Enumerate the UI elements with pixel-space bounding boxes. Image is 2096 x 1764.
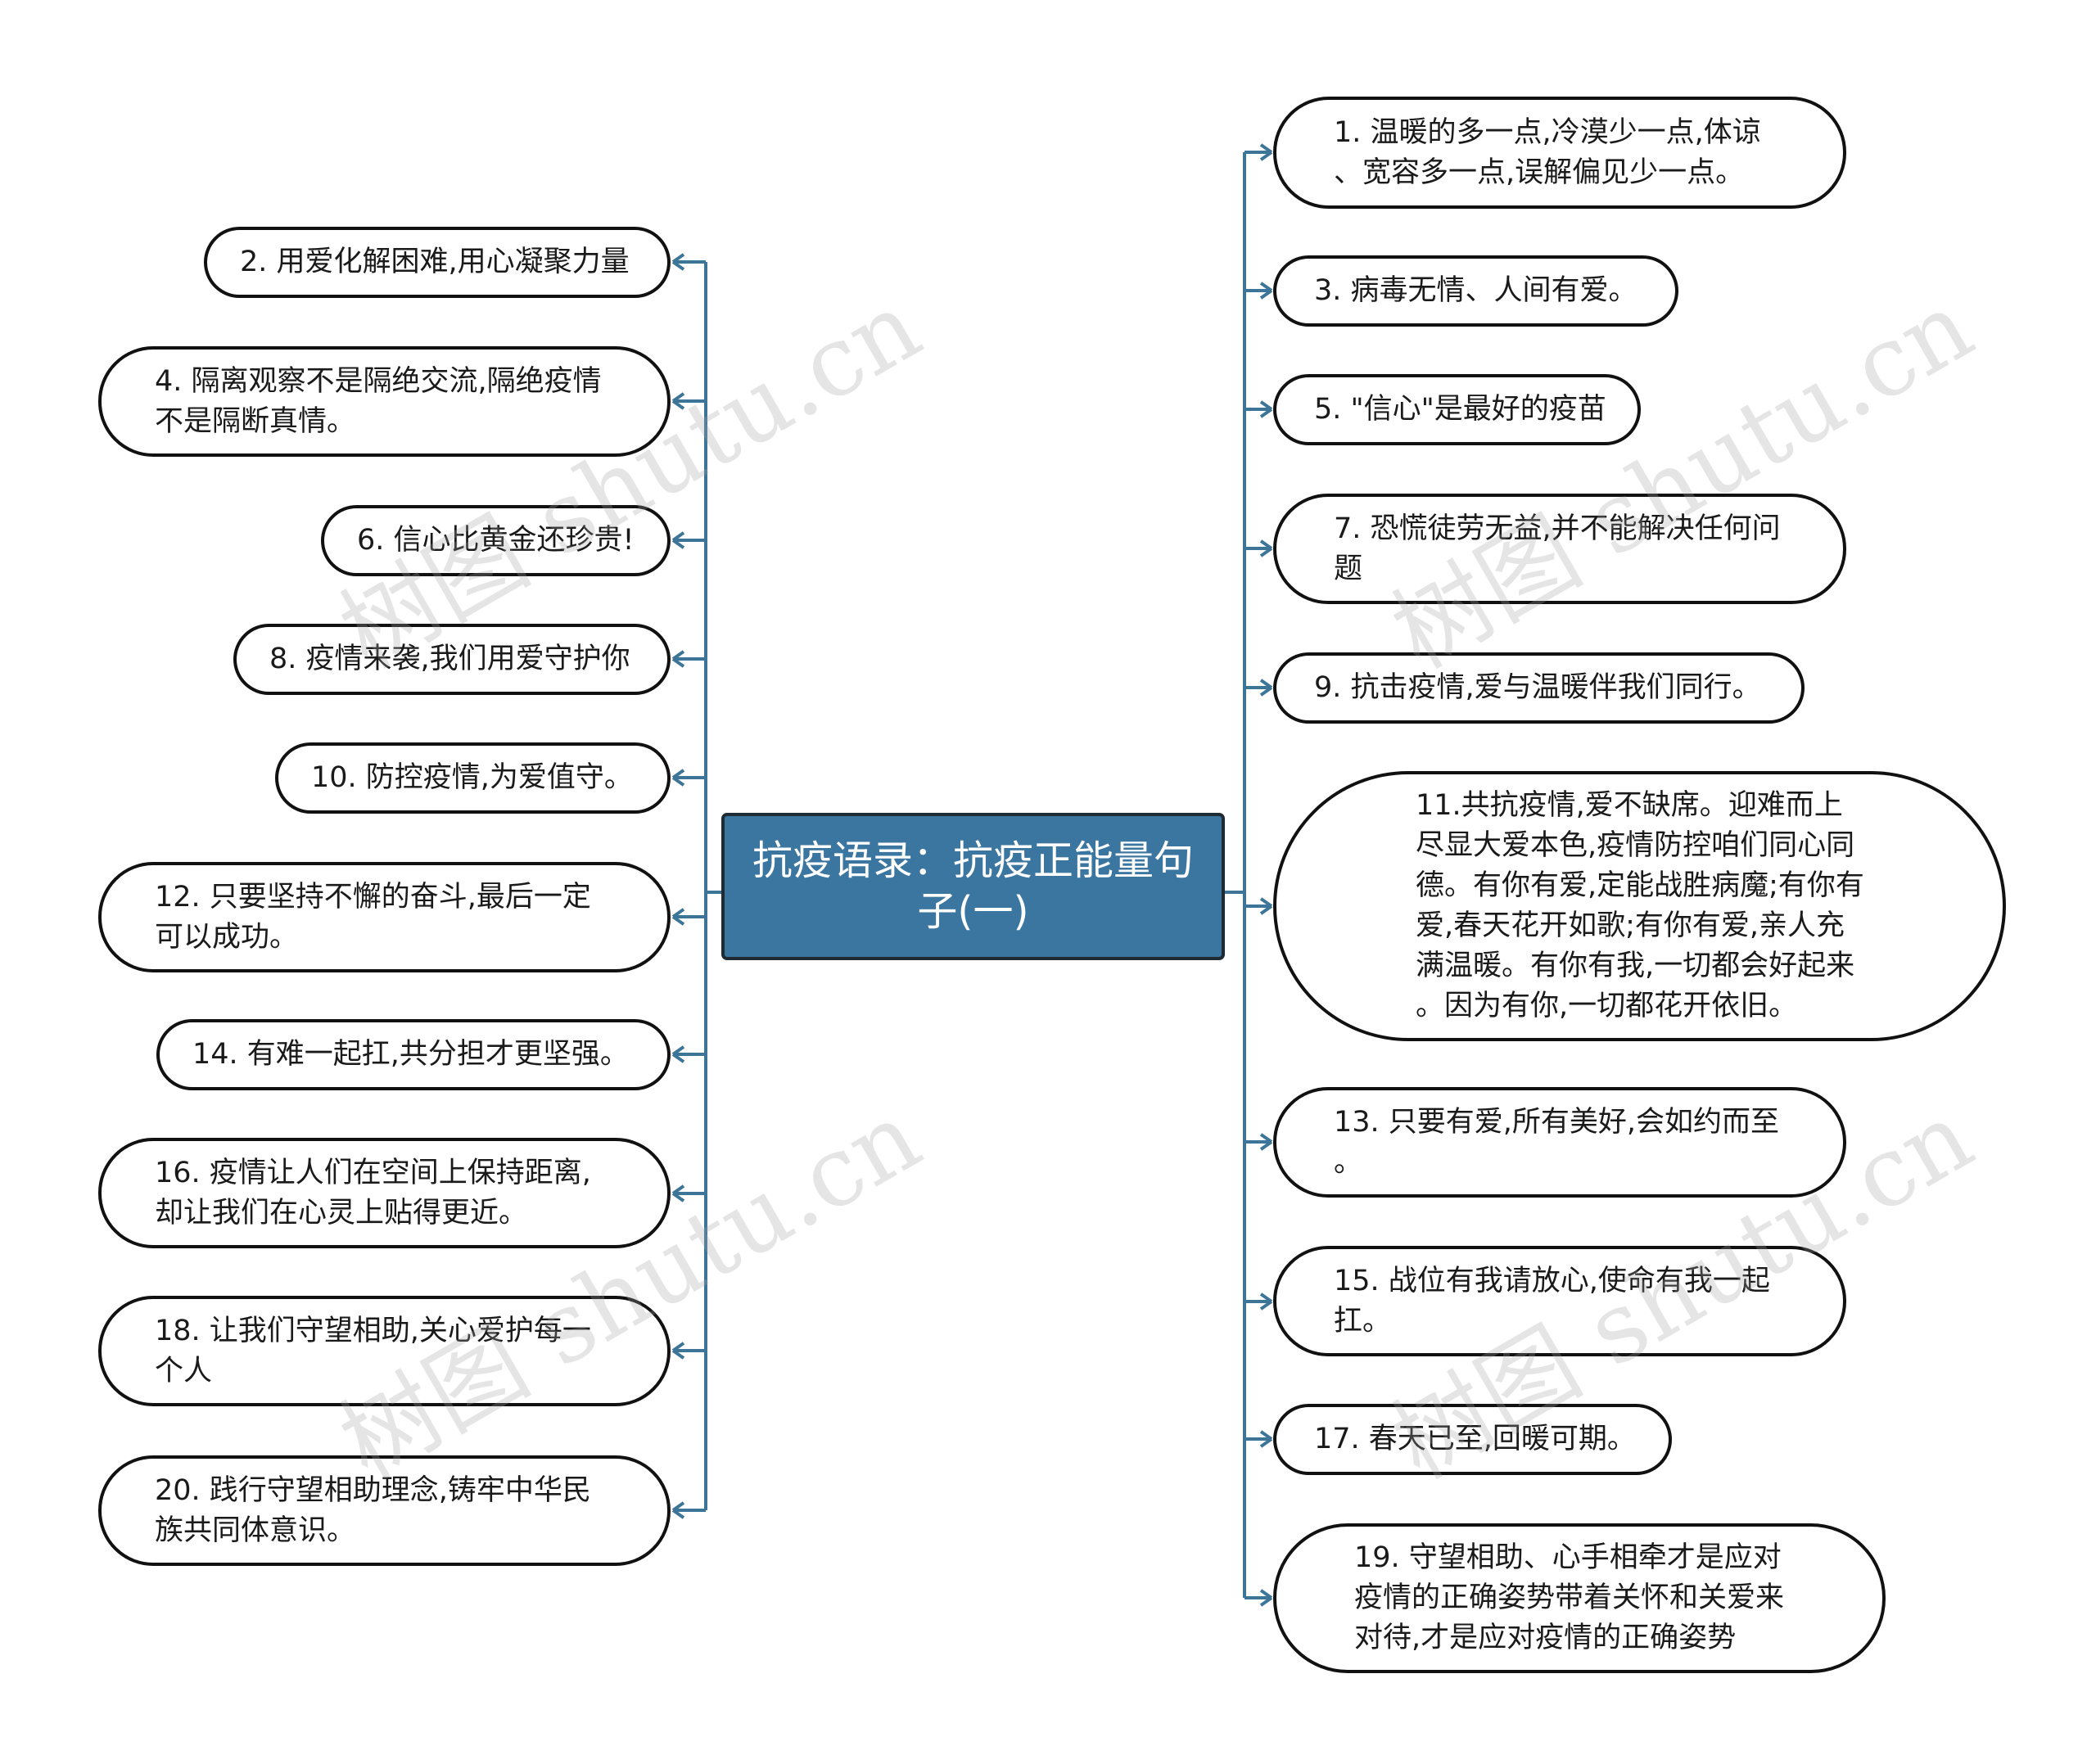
topic-right-17[interactable]: 17. 春天已至,回暖可期。 — [1273, 1404, 1672, 1475]
arrow-head-icon — [1259, 1589, 1273, 1607]
topic-label: 5. "信心"是最好的疫苗 — [1314, 393, 1606, 426]
topic-label: 10. 防控疫情,为爱值守。 — [311, 761, 633, 794]
topic-right-9[interactable]: 9. 抗击疫情,爱与温暖伴我们同行。 — [1273, 652, 1805, 724]
topic-label: 8. 疫情来袭,我们用爱守护你 — [269, 643, 630, 675]
topic-label: 13. 只要有爱,所有美好,会如约而至 。 — [1334, 1105, 1780, 1179]
arrow-head-icon — [671, 769, 685, 787]
arrow-head-icon — [671, 1342, 685, 1360]
topic-label: 11.共抗疫情,爱不缺席。迎难而上 尽显大爱本色,疫情防控咱们同心同 德。有你有… — [1416, 789, 1864, 1022]
topic-right-15[interactable]: 15. 战位有我请放心,使命有我一起 扛。 — [1273, 1246, 1846, 1356]
arrow-head-icon — [671, 1501, 685, 1519]
topic-right-3[interactable]: 3. 病毒无情、人间有爱。 — [1273, 255, 1678, 327]
arrow-head-icon — [671, 650, 685, 668]
arrow-head-icon — [1259, 1133, 1273, 1151]
topic-right-1[interactable]: 1. 温暖的多一点,冷漠少一点,体谅 、宽容多一点,误解偏见少一点。 — [1273, 97, 1846, 209]
arrow-head-icon — [1259, 539, 1273, 557]
root-topic-label: 抗疫语录：抗疫正能量句子(一) — [752, 837, 1194, 935]
topic-right-5[interactable]: 5. "信心"是最好的疫苗 — [1273, 374, 1641, 445]
arrow-head-icon — [671, 253, 685, 271]
topic-label: 2. 用爱化解困难,用心凝聚力量 — [240, 246, 630, 278]
topic-label: 17. 春天已至,回暖可期。 — [1314, 1423, 1636, 1455]
root-topic[interactable]: 抗疫语录：抗疫正能量句子(一) — [721, 813, 1225, 960]
topic-right-19[interactable]: 19. 守望相助、心手相牵才是应对 疫情的正确姿势带着关怀和关爱来 对待,才是应… — [1273, 1523, 1886, 1673]
arrow-head-icon — [1259, 1430, 1273, 1448]
topic-left-16[interactable]: 16. 疫情让人们在空间上保持距离, 却让我们在心灵上贴得更近。 — [98, 1138, 671, 1248]
arrow-head-icon — [1259, 400, 1273, 418]
topic-left-10[interactable]: 10. 防控疫情,为爱值守。 — [275, 742, 671, 814]
topic-left-12[interactable]: 12. 只要坚持不懈的奋斗,最后一定 可以成功。 — [98, 862, 671, 972]
topic-left-18[interactable]: 18. 让我们守望相助,关心爱护每一 个人 — [98, 1296, 671, 1406]
topic-left-14[interactable]: 14. 有难一起扛,共分担才更坚强。 — [156, 1019, 671, 1090]
arrow-head-icon — [671, 1184, 685, 1202]
topic-left-6[interactable]: 6. 信心比黄金还珍贵! — [321, 505, 671, 576]
topic-right-7[interactable]: 7. 恐慌徒劳无益,并不能解决任何问 题 — [1273, 494, 1846, 604]
topic-label: 12. 只要坚持不懈的奋斗,最后一定 可以成功。 — [155, 880, 591, 954]
topic-label: 14. 有难一起扛,共分担才更坚强。 — [192, 1038, 629, 1071]
topic-label: 20. 践行守望相助理念,铸牢中华民 族共同体意识。 — [155, 1473, 591, 1547]
arrow-head-icon — [671, 392, 685, 410]
topic-left-20[interactable]: 20. 践行守望相助理念,铸牢中华民 族共同体意识。 — [98, 1455, 671, 1566]
topic-label: 3. 病毒无情、人间有爱。 — [1314, 274, 1638, 307]
topic-label: 6. 信心比黄金还珍贵! — [357, 524, 635, 557]
topic-label: 15. 战位有我请放心,使命有我一起 扛。 — [1334, 1264, 1770, 1338]
topic-label: 4. 隔离观察不是隔绝交流,隔绝疫情 不是隔断真情。 — [155, 364, 602, 438]
arrow-head-icon — [671, 1045, 685, 1063]
topic-left-4[interactable]: 4. 隔离观察不是隔绝交流,隔绝疫情 不是隔断真情。 — [98, 346, 671, 457]
topic-right-11[interactable]: 11.共抗疫情,爱不缺席。迎难而上 尽显大爱本色,疫情防控咱们同心同 德。有你有… — [1273, 771, 2006, 1041]
arrow-head-icon — [1259, 679, 1273, 697]
arrow-head-icon — [1259, 282, 1273, 300]
topic-label: 18. 让我们守望相助,关心爱护每一 个人 — [155, 1314, 591, 1387]
topic-left-2[interactable]: 2. 用爱化解困难,用心凝聚力量 — [204, 227, 671, 298]
arrow-head-icon — [1259, 143, 1273, 161]
topic-label: 7. 恐慌徒劳无益,并不能解决任何问 题 — [1334, 512, 1781, 585]
topic-right-13[interactable]: 13. 只要有爱,所有美好,会如约而至 。 — [1273, 1087, 1846, 1198]
topic-label: 16. 疫情让人们在空间上保持距离, 却让我们在心灵上贴得更近。 — [155, 1156, 591, 1229]
arrow-head-icon — [671, 908, 685, 926]
arrow-head-icon — [1259, 897, 1273, 915]
arrow-head-icon — [1259, 1293, 1273, 1311]
topic-left-8[interactable]: 8. 疫情来袭,我们用爱守护你 — [233, 624, 671, 695]
topic-label: 1. 温暖的多一点,冷漠少一点,体谅 、宽容多一点,误解偏见少一点。 — [1334, 115, 1761, 189]
topic-label: 19. 守望相助、心手相牵才是应对 疫情的正确姿势带着关怀和关爱来 对待,才是应… — [1354, 1541, 1785, 1654]
topic-label: 9. 抗击疫情,爱与温暖伴我们同行。 — [1314, 671, 1761, 704]
arrow-head-icon — [671, 531, 685, 549]
